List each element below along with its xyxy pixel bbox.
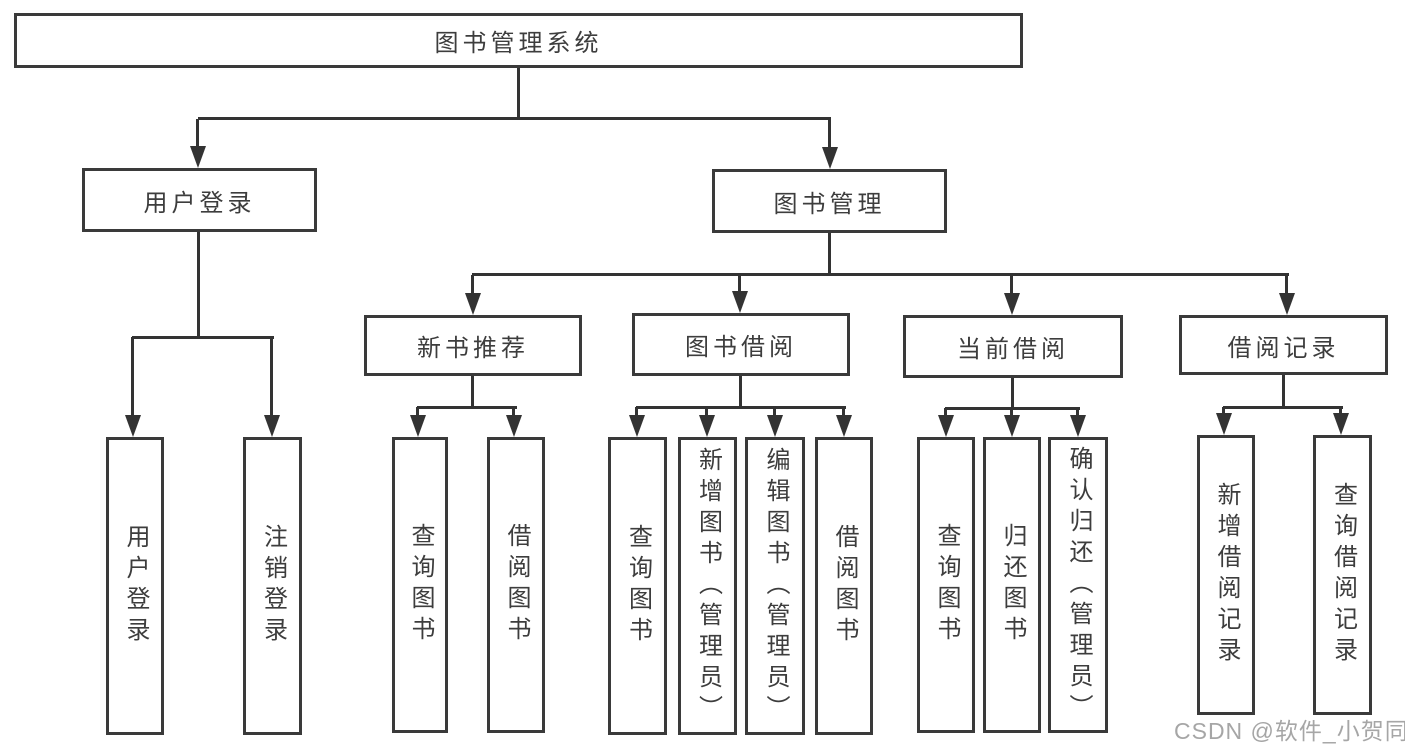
watermark: CSDN @软件_小贺同学	[1174, 718, 1405, 744]
node-root-label: 图书管理系统	[434, 30, 603, 57]
arrow-down-icon	[264, 415, 280, 437]
connector-line	[773, 407, 776, 417]
node-bb-add-books: 新增图书（管理员）	[678, 437, 737, 735]
connector-line	[1076, 408, 1079, 417]
node-br-add-record-label: 新增借阅记录	[1213, 482, 1240, 668]
arrow-down-icon	[190, 146, 206, 168]
node-book-borrowing-label: 图书借阅	[685, 334, 797, 361]
connector-line	[842, 407, 845, 417]
connector-line	[471, 275, 474, 295]
connector-line	[739, 376, 742, 408]
node-book-borrowing: 图书借阅	[632, 313, 850, 376]
arrow-down-icon	[938, 415, 954, 437]
node-bb-add-books-label: 新增图书（管理员）	[694, 446, 722, 726]
arrow-down-icon	[465, 293, 481, 315]
connector-line	[828, 233, 831, 275]
node-bb-borrow-books-label: 借阅图书	[831, 524, 858, 648]
node-cb-return-books: 归还图书	[983, 437, 1041, 733]
arrow-down-icon	[410, 415, 426, 437]
connector-line	[1011, 378, 1014, 408]
node-user-login-group-label: 用户登录	[143, 189, 256, 217]
node-new-book-recommend: 新书推荐	[364, 315, 582, 376]
node-br-query-record-label: 查询借阅记录	[1329, 482, 1357, 668]
connector-line	[131, 337, 134, 417]
arrow-down-icon	[629, 415, 645, 437]
connector-line	[472, 273, 1289, 276]
arrow-down-icon	[125, 415, 141, 437]
connector-line	[1285, 275, 1288, 295]
arrow-down-icon	[732, 291, 748, 313]
node-cb-confirm-return-label: 确认归还（管理员）	[1065, 445, 1092, 725]
connector-line	[132, 336, 274, 339]
connector-line	[197, 232, 200, 338]
connector-line	[1010, 408, 1013, 417]
connector-line	[705, 407, 708, 417]
node-nbr-borrow-books: 借阅图书	[487, 437, 545, 733]
connector-line	[738, 275, 741, 293]
node-book-management-label: 图书管理	[773, 190, 886, 218]
node-bb-query-books-label: 查询图书	[624, 524, 652, 648]
connector-line	[1223, 406, 1343, 409]
arrow-down-icon	[822, 147, 838, 169]
arrow-down-icon	[1216, 413, 1232, 435]
node-nbr-query-books-label: 查询图书	[407, 523, 434, 647]
node-br-add-record: 新增借阅记录	[1197, 435, 1255, 715]
node-user-login-group: 用户登录	[82, 168, 317, 232]
connector-line	[512, 407, 515, 417]
arrow-down-icon	[699, 415, 715, 437]
node-current-borrowing-label: 当前借阅	[957, 336, 1069, 363]
connector-line	[1222, 407, 1225, 415]
connector-line	[196, 119, 199, 148]
arrow-down-icon	[506, 415, 522, 437]
connector-line	[417, 406, 517, 409]
arrow-down-icon	[1004, 415, 1020, 437]
node-cb-query-books: 查询图书	[917, 437, 975, 733]
connector-line	[270, 337, 273, 417]
arrow-down-icon	[1070, 415, 1086, 437]
node-cb-query-books-label: 查询图书	[933, 523, 960, 647]
node-bb-borrow-books: 借阅图书	[815, 437, 873, 735]
connector-line	[1339, 407, 1342, 415]
node-borrowing-records: 借阅记录	[1179, 315, 1388, 375]
connector-line	[416, 407, 419, 417]
node-cb-confirm-return: 确认归还（管理员）	[1048, 437, 1108, 733]
node-bb-edit-books-label: 编辑图书（管理员）	[762, 446, 789, 726]
node-bb-query-books: 查询图书	[608, 437, 667, 735]
arrow-down-icon	[1333, 413, 1349, 435]
connector-line	[1010, 275, 1013, 295]
node-root: 图书管理系统	[14, 13, 1023, 68]
node-nbr-borrow-books-label: 借阅图书	[503, 523, 530, 647]
connector-line	[635, 407, 638, 417]
connector-line	[944, 408, 947, 417]
node-br-query-record: 查询借阅记录	[1313, 435, 1372, 715]
node-user-login-label: 用户登录	[122, 524, 149, 648]
arrow-down-icon	[1279, 293, 1295, 315]
arrow-down-icon	[1004, 293, 1020, 315]
arrow-down-icon	[767, 415, 783, 437]
connector-line	[636, 406, 846, 409]
node-logout: 注销登录	[243, 437, 302, 735]
arrow-down-icon	[836, 415, 852, 437]
node-user-login: 用户登录	[106, 437, 164, 735]
connector-line	[198, 117, 831, 120]
node-nbr-query-books: 查询图书	[392, 437, 448, 733]
node-current-borrowing: 当前借阅	[903, 315, 1123, 378]
connector-line	[517, 68, 520, 119]
connector-line	[828, 119, 831, 149]
connector-line	[1282, 375, 1285, 408]
node-new-book-recommend-label: 新书推荐	[417, 335, 529, 362]
node-cb-return-books-label: 归还图书	[999, 523, 1026, 647]
node-bb-edit-books: 编辑图书（管理员）	[745, 437, 805, 735]
connector-line	[471, 376, 474, 408]
node-book-management: 图书管理	[712, 169, 947, 233]
node-borrowing-records-label: 借阅记录	[1227, 334, 1340, 362]
node-logout-label: 注销登录	[259, 524, 287, 648]
